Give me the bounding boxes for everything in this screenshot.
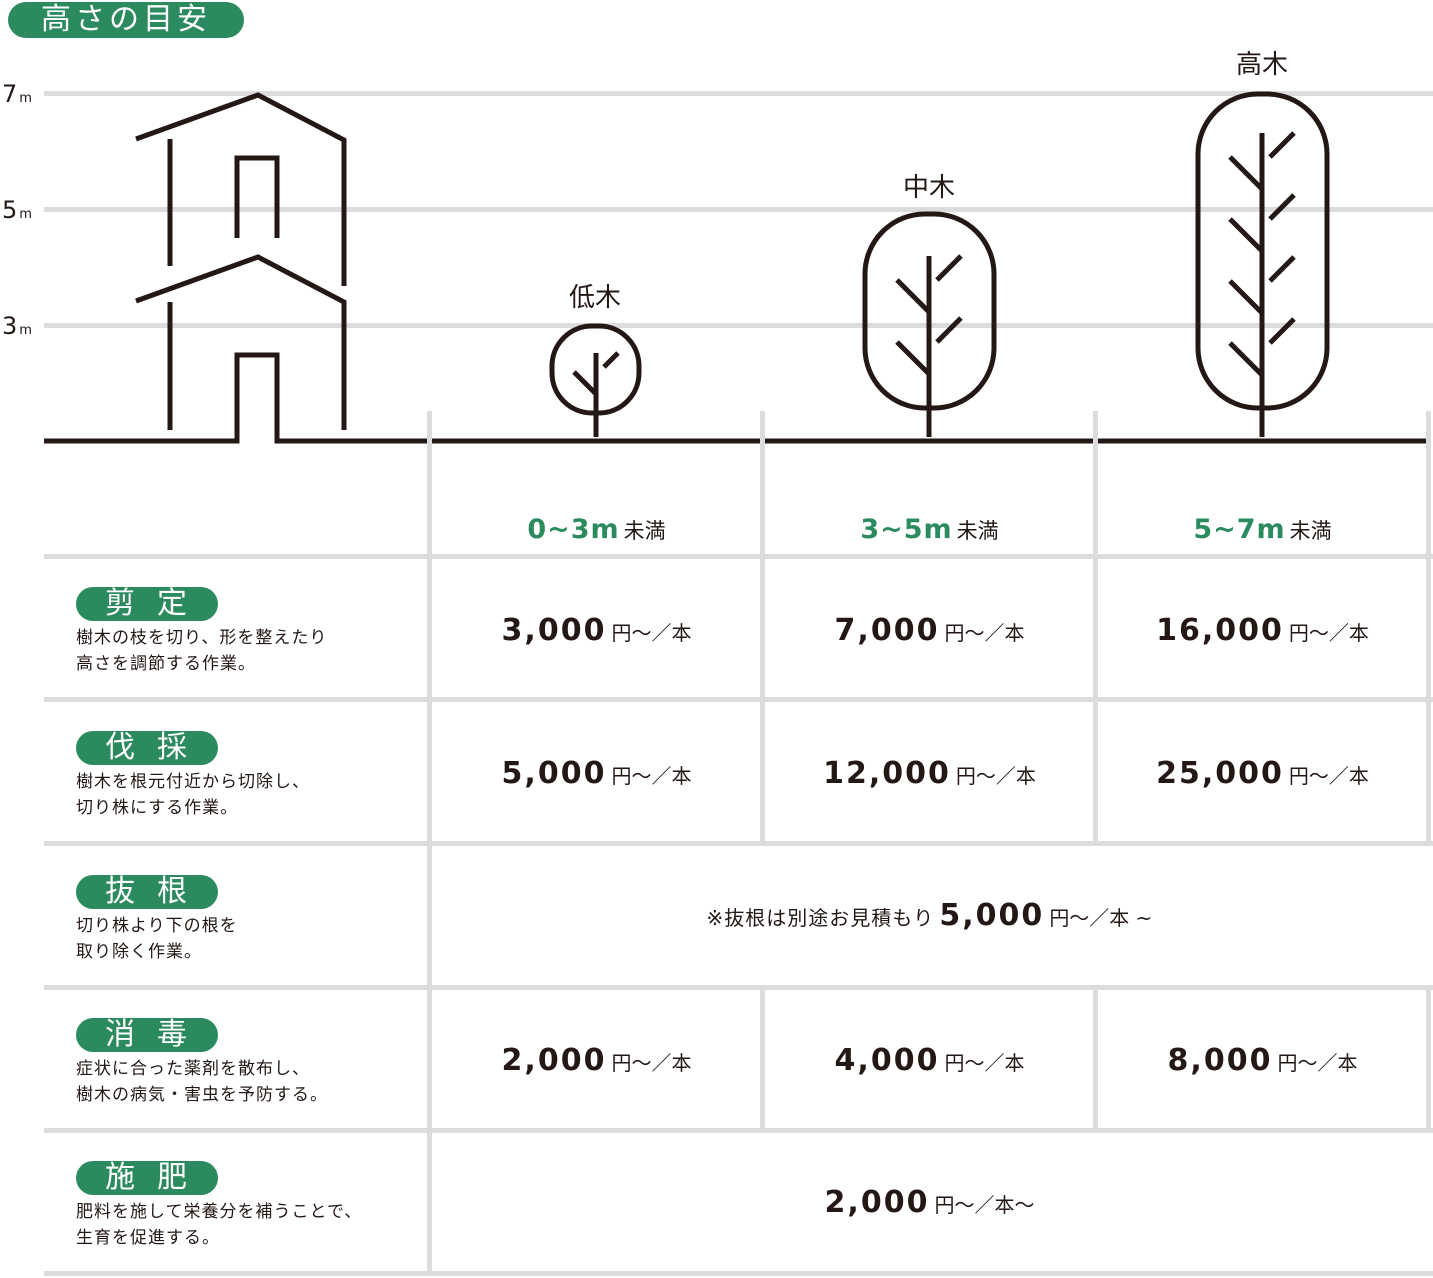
row-badge: 剪定	[76, 587, 218, 621]
table-vline-2b	[760, 987, 765, 1130]
row-description: 切り株より下の根を 取り除く作業。	[76, 916, 238, 962]
table-hline-5	[44, 1128, 1433, 1133]
table-vline-4	[1426, 411, 1431, 843]
row-description: 肥料を施して栄養分を補うことで、 生育を促進する。	[76, 1202, 363, 1248]
gridline-5m	[44, 207, 1433, 212]
row-label-disinfection: 消毒 症状に合った薬剤を散布し、 樹木の病気・害虫を予防する。	[76, 1018, 426, 1108]
high-tree-label: 高木	[1235, 50, 1288, 80]
gridline-7m	[44, 91, 1433, 96]
page-title: 高さの目安	[8, 2, 244, 38]
height-illustration	[44, 91, 1426, 444]
row-label-felling: 伐採 樹木を根元付近から切除し、 切り株にする作業。	[76, 731, 426, 821]
row-badge: 伐採	[76, 731, 218, 765]
row-label-fertilizing: 施肥 肥料を施して栄養分を補うことで、 生育を促進する。	[76, 1161, 426, 1251]
table-vline-4b	[1426, 987, 1431, 1130]
row-badge: 抜根	[76, 875, 218, 909]
table-hline-6	[44, 1271, 1433, 1276]
row-description: 樹木を根元付近から切除し、 切り株にする作業。	[76, 772, 310, 818]
mid-tree-label: 中木	[902, 173, 955, 203]
table-vline-2	[760, 411, 765, 843]
table-hline-3	[44, 841, 1433, 846]
house-upper-window-icon	[234, 155, 280, 238]
ground-line	[44, 352, 1426, 444]
row-label-stump-removal: 抜根 切り株より下の根を 取り除く作業。	[76, 875, 426, 965]
row-badge: 消毒	[76, 1018, 218, 1052]
table-hline-1	[44, 554, 1433, 559]
row-description: 樹木の枝を切り、形を整えたり 高さを調節する作業。	[76, 628, 328, 674]
low-tree-label: 低木	[568, 283, 621, 313]
table-vline-3	[1093, 411, 1098, 843]
row-description: 症状に合った薬剤を散布し、 樹木の病気・害虫を予防する。	[76, 1059, 328, 1105]
row-badge: 施肥	[76, 1161, 218, 1195]
table-hline-4	[44, 985, 1433, 990]
table-vline-3b	[1093, 987, 1098, 1130]
house-lower-roof-icon	[135, 254, 347, 430]
table-hline-2	[44, 697, 1433, 702]
row-label-pruning: 剪定 樹木の枝を切り、形を整えたり 高さを調節する作業。	[76, 587, 426, 677]
house-upper-roof-icon	[135, 92, 347, 286]
gridline-3m	[44, 323, 1433, 328]
